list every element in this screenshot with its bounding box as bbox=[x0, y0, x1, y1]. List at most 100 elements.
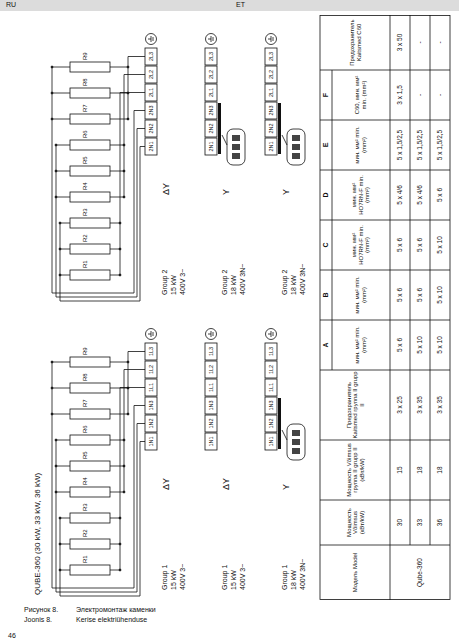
table-line bbox=[320, 70, 450, 71]
terminal-label: 2N1 bbox=[265, 138, 277, 155]
earth-symbol bbox=[208, 334, 211, 335]
caption-text: Электромонтаж каменки bbox=[76, 606, 156, 614]
junction-dot bbox=[51, 92, 53, 94]
terminal bbox=[205, 120, 217, 137]
table-line bbox=[320, 370, 450, 371]
terminal bbox=[265, 379, 277, 396]
terminal-label: 1N2 bbox=[205, 415, 217, 432]
terminal bbox=[145, 120, 157, 137]
heating-element bbox=[70, 114, 110, 124]
terminal-label: 1N3 bbox=[145, 397, 157, 414]
terminal-label: 2L3 bbox=[145, 48, 157, 65]
terminal bbox=[265, 433, 277, 450]
terminal-label: 1L3 bbox=[205, 343, 217, 360]
terminal-label: 1N2 bbox=[145, 415, 157, 432]
table-cell: Qube-360 bbox=[390, 545, 450, 600]
earth-symbol bbox=[268, 39, 271, 40]
junction-dot bbox=[119, 274, 121, 276]
heater-lead bbox=[110, 197, 124, 198]
element-label: R4 bbox=[82, 477, 89, 485]
junction-dot bbox=[119, 222, 121, 224]
bridge-bar bbox=[218, 103, 221, 154]
bridge-detail bbox=[292, 448, 300, 454]
terminal bbox=[265, 120, 277, 137]
terminal bbox=[145, 138, 157, 155]
rotated-sheet: QUBE-360 (30 kW, 33 kW, 36 kW)R1R2R3R4R5… bbox=[30, 15, 455, 600]
terminal bbox=[265, 84, 277, 101]
neutral-wire bbox=[56, 424, 145, 593]
heater-lead bbox=[110, 518, 120, 519]
terminal-label: 1L3 bbox=[265, 343, 277, 360]
junction-dot bbox=[127, 66, 129, 68]
heating-element bbox=[70, 513, 110, 523]
table-cell: 3 x 50 bbox=[390, 15, 410, 70]
heating-element bbox=[70, 383, 110, 393]
terminal-label: 2L2 bbox=[145, 66, 157, 83]
caption-text: RU bbox=[6, 1, 16, 9]
heater-lead bbox=[110, 145, 124, 146]
table-cell: 5 x 6 bbox=[390, 270, 410, 320]
terminal-label: 2N2 bbox=[205, 120, 217, 137]
junction-dot bbox=[59, 543, 61, 545]
table-cell: 3 x 25 bbox=[390, 370, 410, 440]
junction-dot bbox=[55, 491, 57, 493]
column-letter: C bbox=[320, 220, 332, 270]
voltage-label: 400V 3N~ bbox=[239, 264, 247, 295]
terminal bbox=[145, 397, 157, 414]
junction-dot bbox=[59, 517, 61, 519]
heater-lead bbox=[52, 362, 70, 363]
junction-dot bbox=[127, 118, 129, 120]
bridge-detail bbox=[232, 144, 240, 150]
terminal-label: 1N2 bbox=[265, 415, 277, 432]
leader-line bbox=[222, 135, 227, 145]
terminal bbox=[265, 48, 277, 65]
terminal-label: 1L3 bbox=[145, 343, 157, 360]
heating-element bbox=[70, 357, 110, 367]
table-cell: 3 x 35 bbox=[410, 370, 430, 440]
voltage-label: 400V 3~ bbox=[179, 269, 187, 295]
table-cell: - bbox=[430, 70, 450, 120]
heater-lead bbox=[110, 466, 124, 467]
connection-symbol: ΔY bbox=[162, 478, 172, 490]
heater-lead bbox=[110, 570, 120, 571]
terminal bbox=[265, 343, 277, 360]
table-cell: 5 x 4/6 bbox=[410, 170, 430, 220]
table-cell: 5 x 10 bbox=[430, 220, 450, 270]
terminal bbox=[145, 102, 157, 119]
table-line bbox=[320, 270, 450, 271]
heating-element bbox=[70, 218, 110, 228]
terminal-label: 2N3 bbox=[265, 102, 277, 119]
heater-lead bbox=[110, 67, 128, 68]
table-line bbox=[320, 440, 450, 441]
table-line bbox=[320, 170, 450, 171]
heating-element bbox=[70, 487, 110, 497]
heater-lead bbox=[60, 570, 70, 571]
neutral-wire bbox=[56, 129, 145, 298]
terminal bbox=[145, 66, 157, 83]
junction-dot bbox=[55, 465, 57, 467]
heating-element bbox=[70, 192, 110, 202]
terminal bbox=[265, 138, 277, 155]
junction-dot bbox=[119, 569, 121, 571]
terminal bbox=[145, 343, 157, 360]
table-header: Предохранитель Kaitsmed группа II grupp … bbox=[321, 370, 390, 440]
terminal-label: 1N3 bbox=[265, 397, 277, 414]
heater-lead bbox=[110, 171, 124, 172]
junction-dot bbox=[55, 144, 57, 146]
junction-dot bbox=[123, 196, 125, 198]
bridge-detail bbox=[292, 439, 300, 445]
table-line bbox=[320, 220, 450, 221]
terminal-label: 2L2 bbox=[205, 66, 217, 83]
heater-lead bbox=[110, 362, 128, 363]
table-cell: 15 bbox=[390, 440, 410, 500]
bridge-detail bbox=[292, 430, 300, 436]
terminal-label: 2N2 bbox=[145, 120, 157, 137]
heater-lead bbox=[110, 119, 128, 120]
terminal bbox=[265, 415, 277, 432]
earth-symbol bbox=[148, 39, 151, 40]
element-label: R6 bbox=[82, 425, 89, 433]
terminal bbox=[205, 138, 217, 155]
column-letter: D bbox=[320, 170, 332, 220]
table-header: мин. мм² HO7RN-F min. (mm²) bbox=[332, 220, 390, 270]
heater-lead bbox=[110, 388, 128, 389]
